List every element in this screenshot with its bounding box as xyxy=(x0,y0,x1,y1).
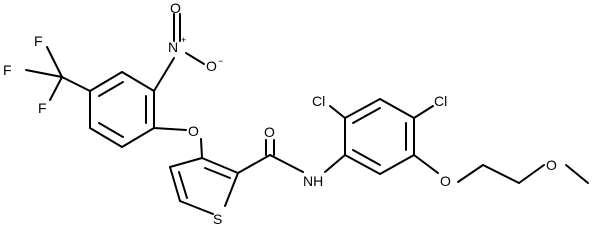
nitro-oxygen-right-label: O xyxy=(206,58,217,74)
thiophene-ring xyxy=(169,157,239,215)
trifluoromethyl-group xyxy=(25,46,91,101)
nitro-nitrogen-charge: + xyxy=(181,35,186,45)
nitro-nitrogen-label: N xyxy=(168,39,178,55)
chlorine-right-label: Cl xyxy=(434,93,447,109)
dichlorophenyl-ring xyxy=(344,98,415,175)
thiophene-sulfur-label: S xyxy=(213,211,222,227)
nitro-oxygen-charge: − xyxy=(218,56,223,66)
methoxy-oxygen-label: O xyxy=(546,157,557,173)
ether-oxygen-label: O xyxy=(188,123,199,139)
fluorine-top-label: F xyxy=(34,33,43,49)
amide-group xyxy=(237,139,346,174)
aryl-ether-bonds xyxy=(153,127,203,159)
carbonyl-oxygen-label: O xyxy=(264,124,275,140)
nitrophenyl-ring xyxy=(89,71,155,148)
nitro-oxygen-top-label: O xyxy=(170,0,181,16)
fluorine-bottom-label: F xyxy=(38,100,47,116)
chlorine-left-label: Cl xyxy=(312,93,325,109)
amide-nh-label: NH xyxy=(303,173,323,189)
chlorine-bonds xyxy=(329,105,434,119)
nitro-group xyxy=(153,13,205,92)
alkoxy-oxygen-label: O xyxy=(440,173,451,189)
fluorine-left-label: F xyxy=(3,62,12,78)
molecule-structure-diagram: F F F N + O O − O O S NH Cl Cl O O xyxy=(3,0,589,227)
methoxyethoxy-chain xyxy=(413,154,589,184)
